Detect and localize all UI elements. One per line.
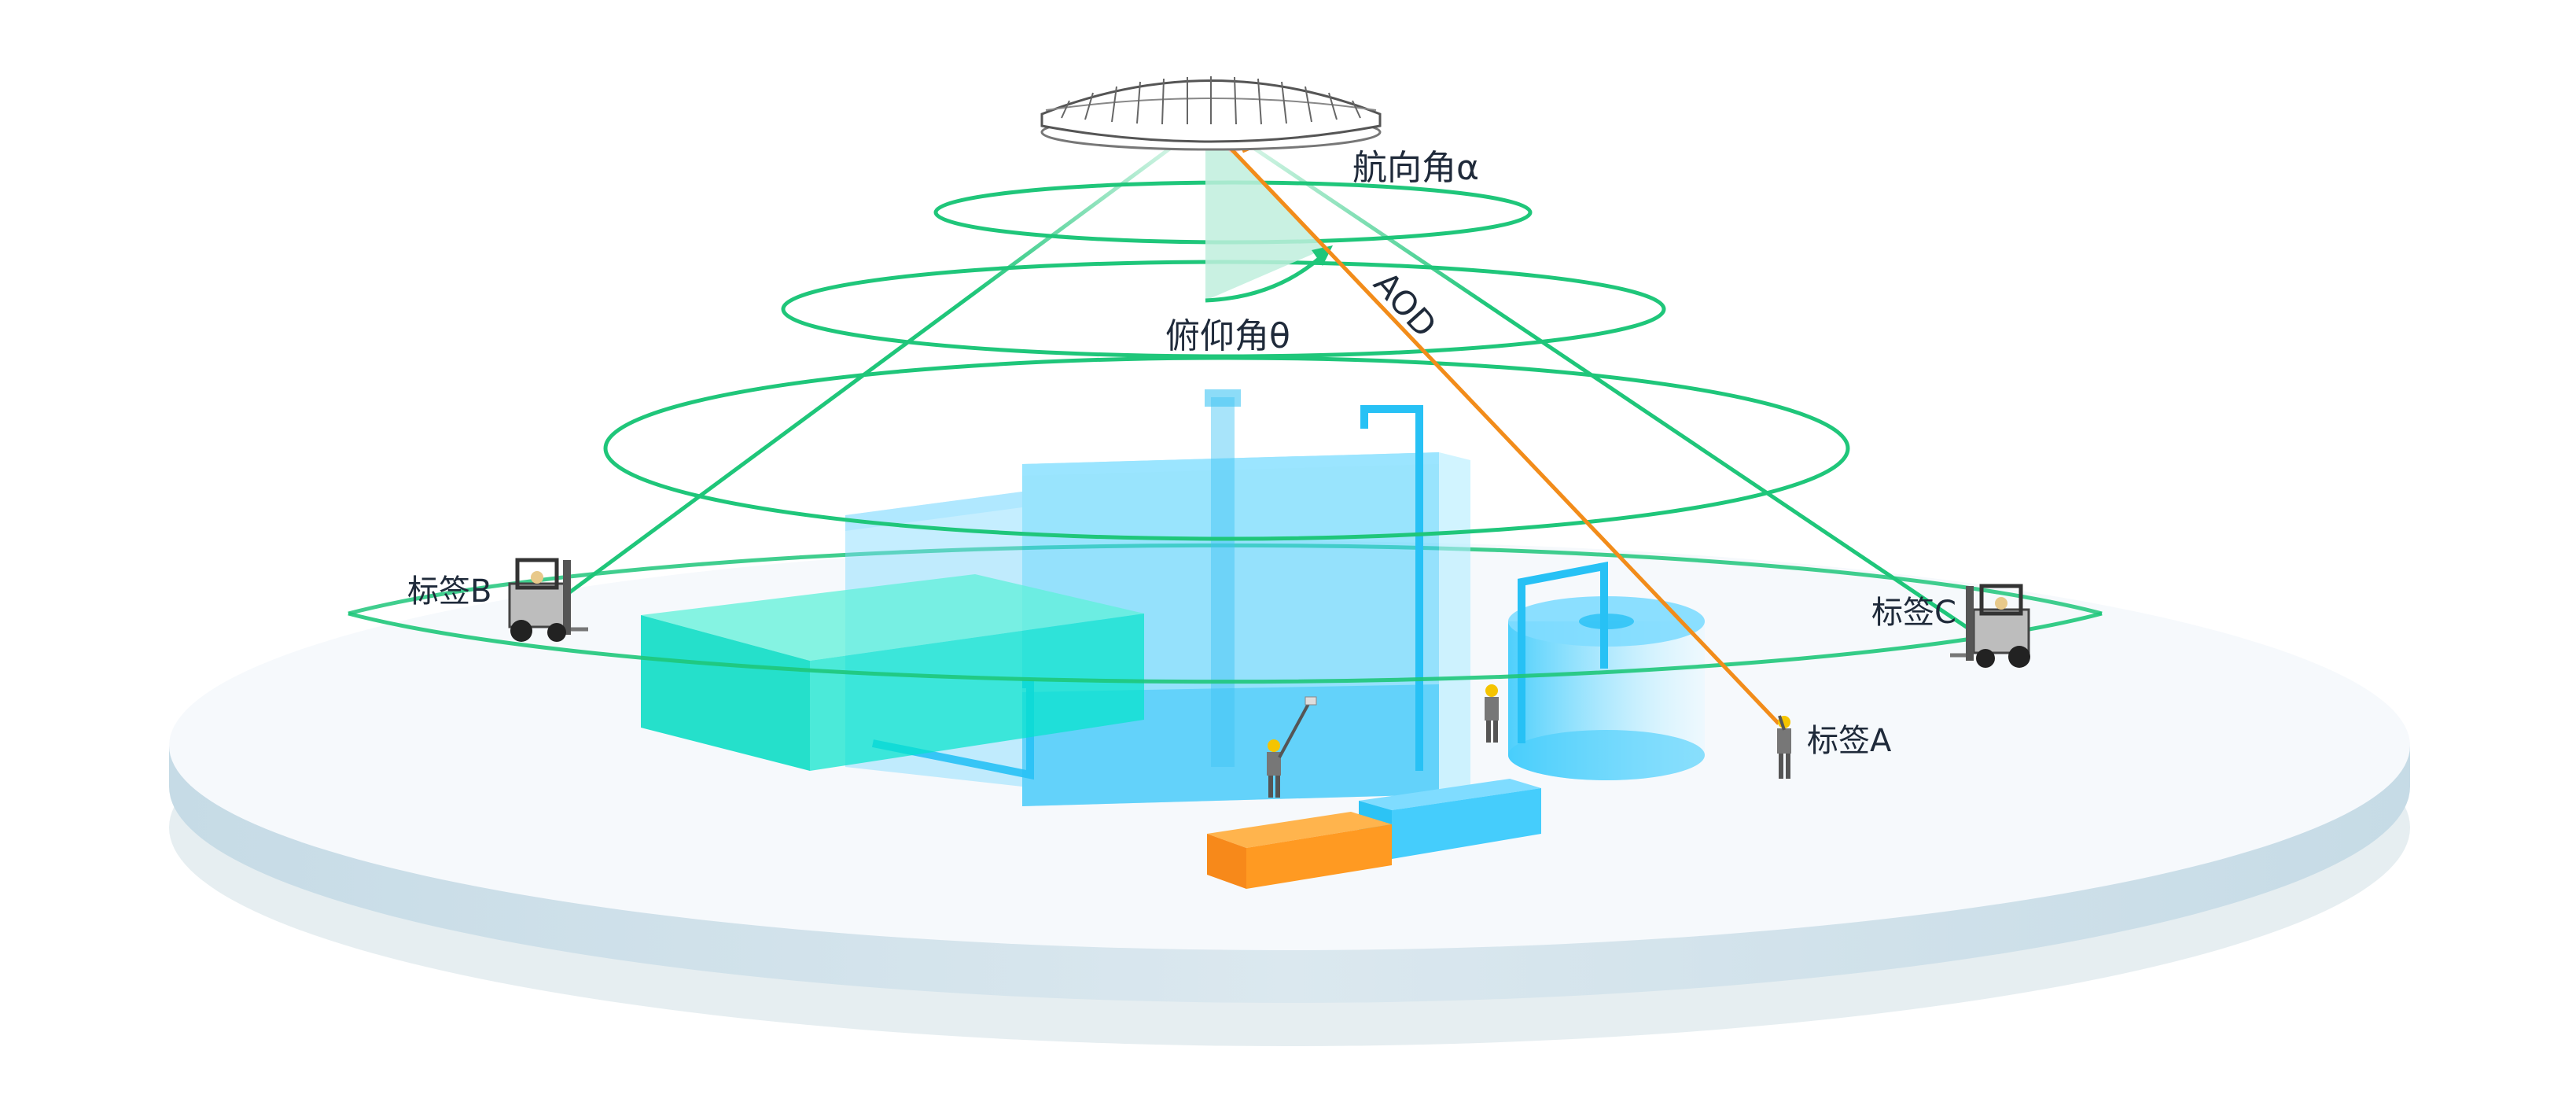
forklift-icon xyxy=(508,558,588,642)
orange-crate xyxy=(1207,812,1392,889)
tag-b-label: 标签B xyxy=(407,573,491,610)
signal-ring-3 xyxy=(603,356,1850,541)
tag-a-label: 标签A xyxy=(1807,723,1892,759)
aod-line xyxy=(1204,120,1780,725)
cylinder-tank xyxy=(1508,561,1705,780)
cyan-tank xyxy=(641,574,1144,771)
pitch-angle-label: 俯仰角θ xyxy=(1165,316,1290,356)
tag-c-label: 标签C xyxy=(1871,595,1956,631)
heading-angle-label: 航向角α xyxy=(1352,148,1479,188)
worker-icon xyxy=(1777,715,1791,779)
pitch-angle-wedge xyxy=(1205,122,1333,303)
forklift-icon xyxy=(1950,584,2030,668)
beam-to-tag-b xyxy=(561,127,1197,600)
worker-icon xyxy=(1485,684,1499,743)
ceiling-antenna-icon xyxy=(1040,76,1382,151)
worker-icon xyxy=(1267,696,1317,798)
beam-to-tag-c xyxy=(1225,127,1971,632)
